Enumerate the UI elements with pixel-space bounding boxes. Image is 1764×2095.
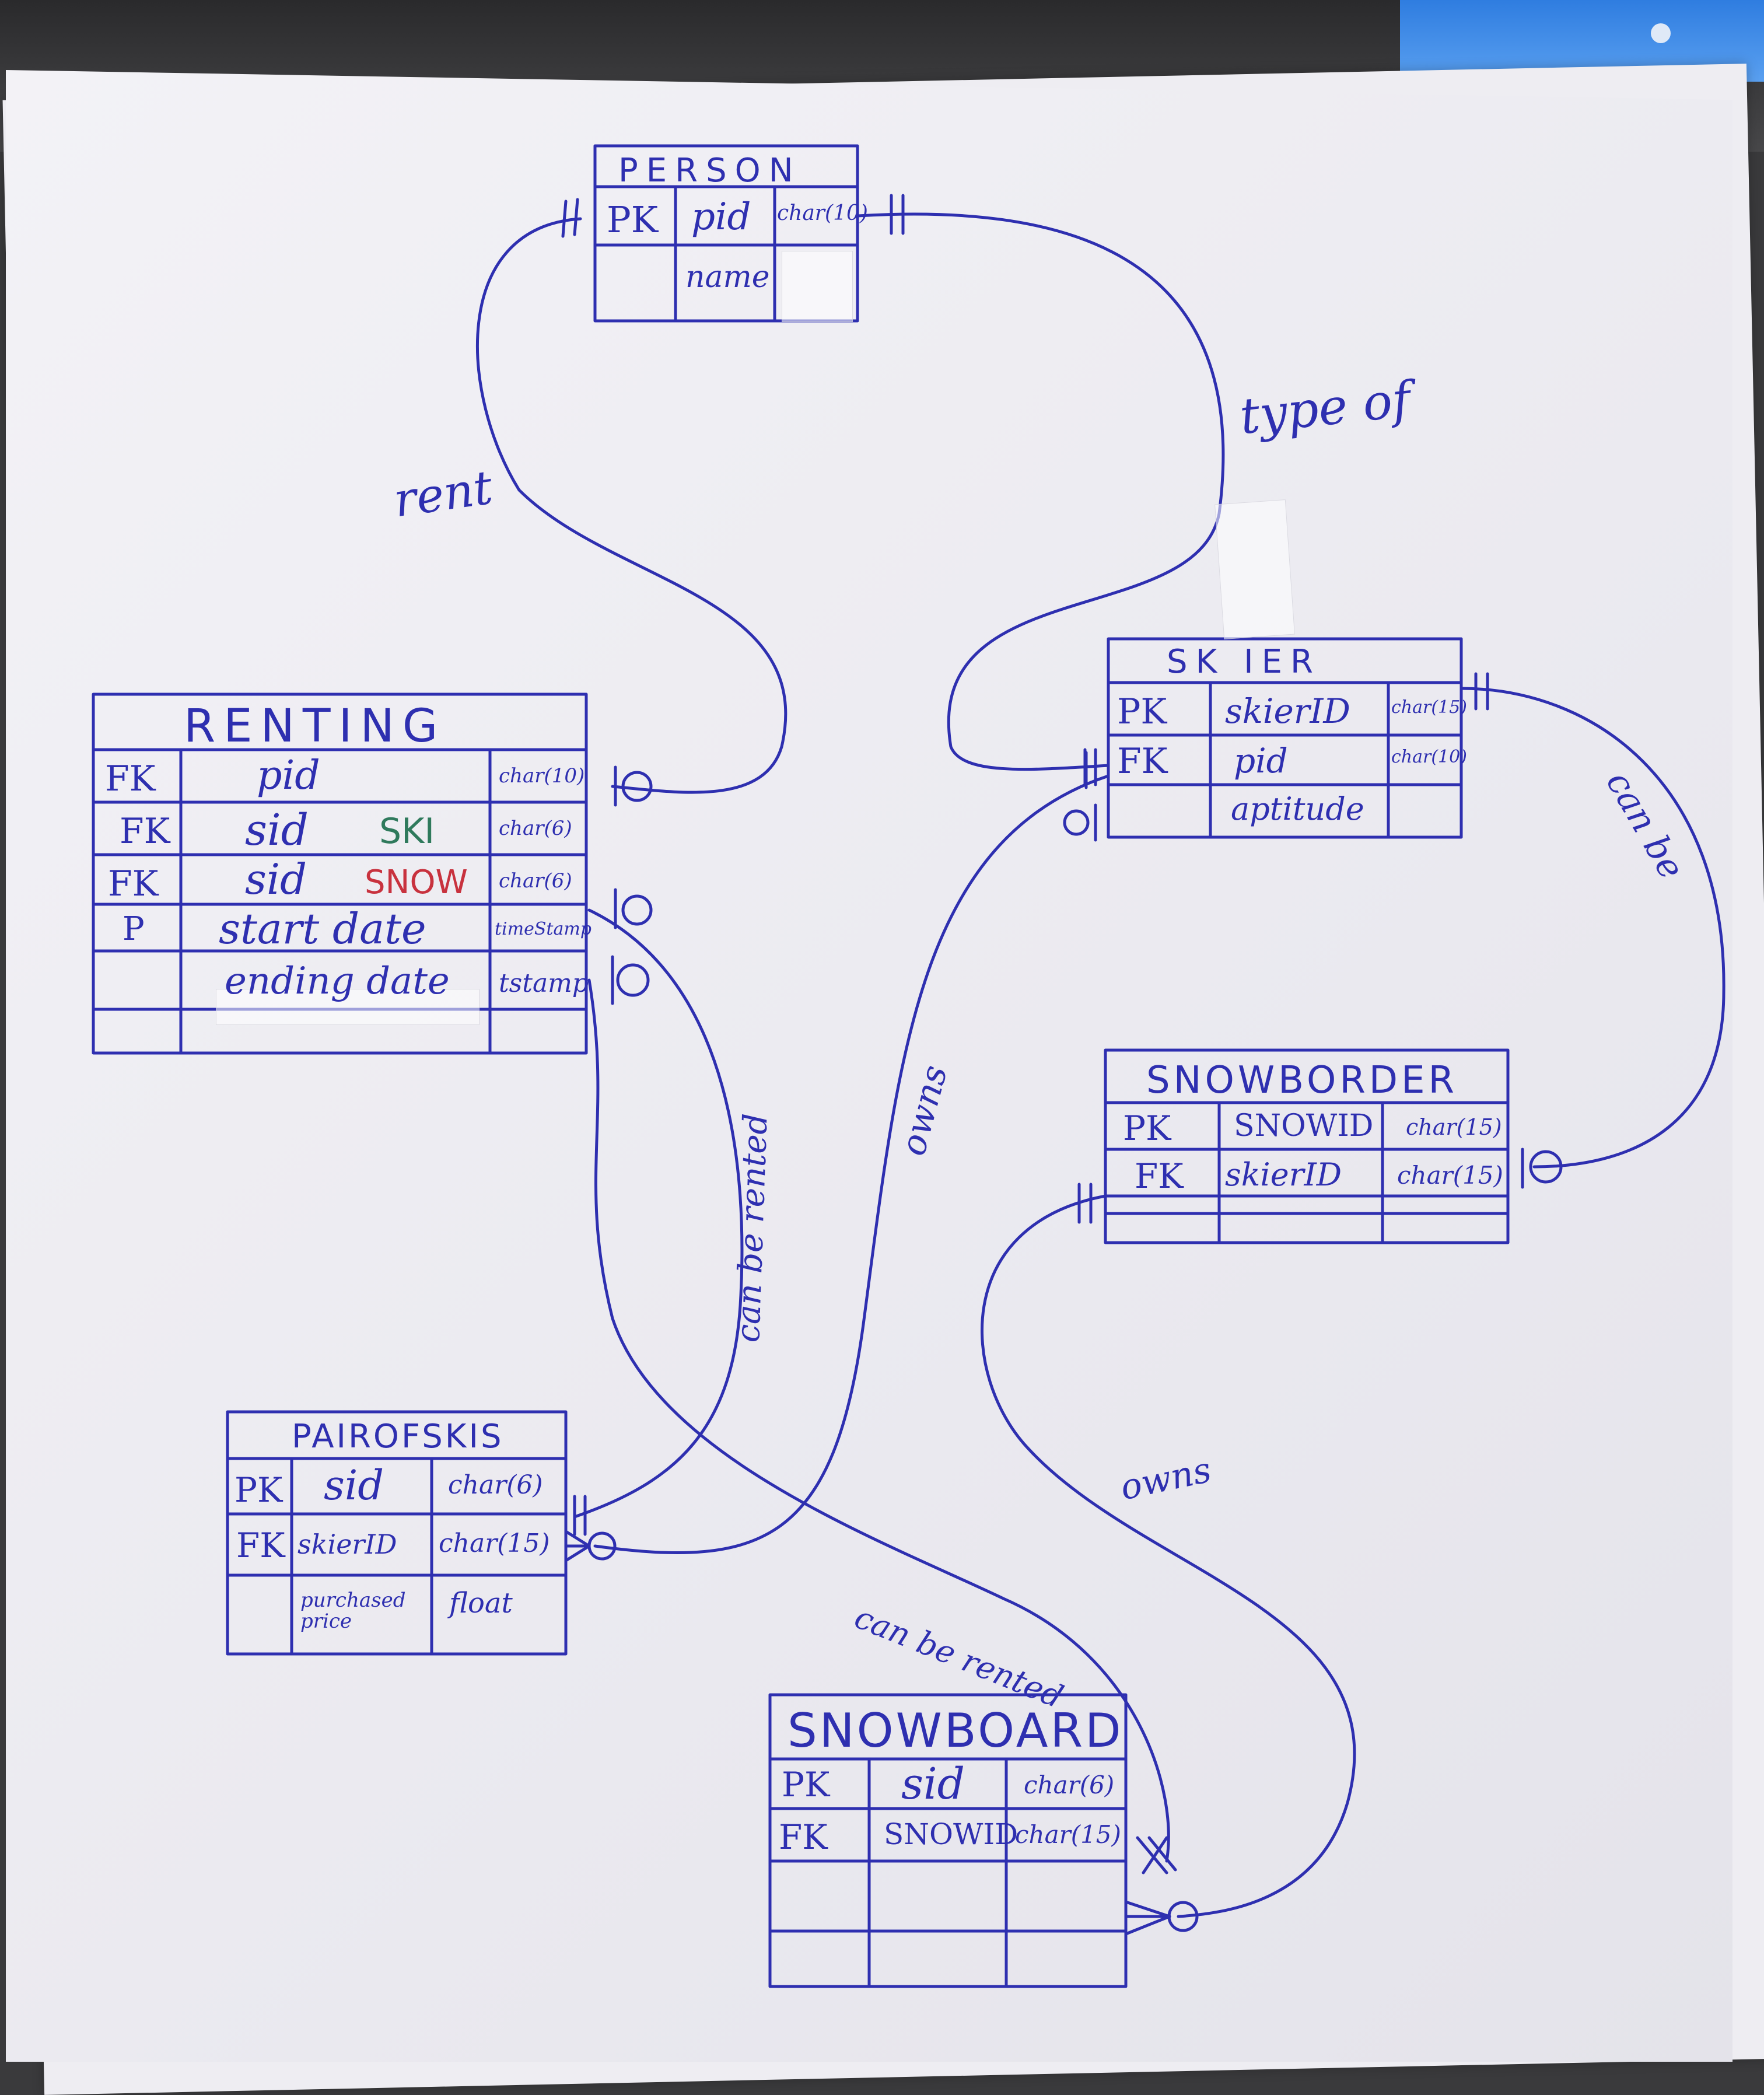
- skier-type-1: char(15): [1391, 697, 1467, 718]
- can-be-rented-snow-line: [587, 978, 1170, 1863]
- snowboard-key-2: FK: [779, 1817, 828, 1857]
- monitor-icon: [1651, 23, 1671, 43]
- renting-key-2: FK: [120, 811, 170, 852]
- renting-type-4: timeStamp: [495, 919, 592, 939]
- type-of-line: [856, 212, 1225, 771]
- snowboard-title: SNOWBOARD: [788, 1704, 1124, 1758]
- pairofskis-title: PAIROFSKIS: [292, 1418, 504, 1456]
- pairofskis-key-1: PK: [235, 1470, 283, 1510]
- renting-key-3: FK: [108, 863, 159, 904]
- renting-title: RENTING: [184, 700, 446, 753]
- snowborder-key-2: FK: [1135, 1156, 1184, 1196]
- snowborder-field-1: SNOWID: [1234, 1108, 1374, 1143]
- renting-type-2: char(6): [499, 817, 572, 840]
- renting-field-2: sid: [245, 805, 309, 855]
- renting-type-5: tstamp: [499, 968, 589, 998]
- skier-key-2: FK: [1117, 741, 1168, 782]
- skier-field-2: pid: [1234, 741, 1288, 781]
- pairofskis-type-2: char(15): [439, 1529, 550, 1558]
- renting-type-3: char(6): [499, 869, 572, 893]
- skier-field-3: aptitude: [1231, 791, 1364, 827]
- snowborder-type-1: char(15): [1406, 1114, 1502, 1140]
- cardinality-marks: [561, 194, 1563, 1936]
- tape-person: [782, 251, 853, 322]
- person-type-1: char(10): [777, 201, 868, 225]
- renting-table-grid: [92, 692, 588, 1055]
- snowboard-field-1: sid: [901, 1759, 965, 1809]
- skier-table-grid: [1107, 637, 1463, 839]
- snowboard-table-grid: [768, 1693, 1128, 1988]
- snowboard-type-2: char(15): [1015, 1820, 1121, 1849]
- pairofskis-type-1: char(6): [448, 1470, 543, 1500]
- snowboard-field-2: SNOWID: [884, 1817, 1019, 1851]
- snowborder-key-1: PK: [1123, 1108, 1171, 1148]
- renting-ski-tag: SKI: [379, 811, 435, 852]
- snowborder-field-2: skierID: [1225, 1156, 1342, 1193]
- rent-line: [476, 217, 788, 794]
- skier-key-1: PK: [1117, 691, 1167, 732]
- renting-key-4: P: [123, 910, 145, 948]
- tape-type-of-line: [1214, 499, 1295, 639]
- skier-type-2: char(10): [1391, 747, 1467, 767]
- renting-type-1: char(10): [499, 764, 585, 788]
- pairofskis-key-2: FK: [236, 1526, 285, 1565]
- skier-title: SK IER: [1167, 643, 1321, 681]
- tape-renting: [216, 989, 480, 1025]
- snowboard-type-1: char(6): [1024, 1771, 1115, 1799]
- owns-snow-line: [981, 1194, 1356, 1918]
- renting-field-3: sid: [245, 855, 307, 904]
- diagram-ink: [92, 144, 1726, 1988]
- can-be-rented-ski-line: [573, 908, 744, 1519]
- renting-field-4: start date: [219, 904, 426, 953]
- snowborder-title: SNOWBORDER: [1146, 1059, 1458, 1102]
- renting-field-1: pid: [257, 753, 320, 799]
- person-table-grid: [593, 144, 859, 323]
- renting-snow-tag: SNOW: [365, 863, 468, 901]
- renting-key-1: FK: [105, 758, 156, 799]
- pairofskis-type-3: float: [449, 1587, 513, 1620]
- skier-field-1: skierID: [1225, 691, 1350, 731]
- can-be-rented-ski-label: can be rented: [729, 1113, 775, 1344]
- person-title: PERSON: [618, 152, 802, 190]
- can-be-line: [1460, 687, 1726, 1169]
- person-field-1: pid: [691, 195, 751, 239]
- pairofskis-field-3: purchased price: [300, 1589, 406, 1633]
- paper-sheet: PERSON PK pid char(10) name SK IER PK sk…: [6, 70, 1732, 2062]
- snowborder-table-grid: [1104, 1048, 1510, 1244]
- pairofskis-field-2: skierID: [298, 1529, 397, 1560]
- pairofskis-field-1: sid: [324, 1461, 384, 1509]
- snowborder-type-2: char(15): [1397, 1161, 1503, 1190]
- renting-field-5: ending date: [225, 960, 450, 1003]
- snowboard-key-1: PK: [782, 1765, 830, 1804]
- person-field-2: name: [685, 260, 770, 295]
- owns-ski-line: [593, 774, 1110, 1554]
- pairofskis-table-grid: [226, 1410, 568, 1656]
- person-key-1: PK: [607, 198, 659, 241]
